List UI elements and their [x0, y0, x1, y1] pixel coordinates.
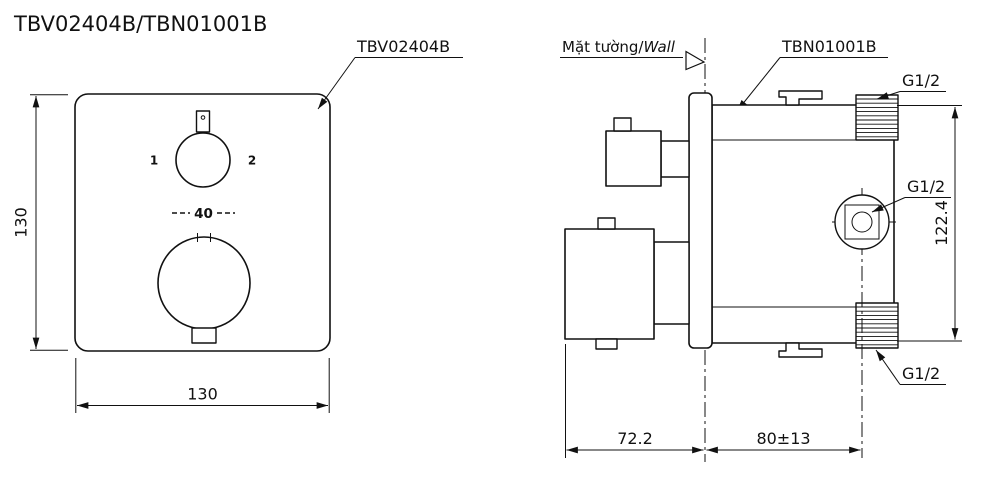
side-height-value: 122.4	[932, 200, 951, 246]
selector-knob	[175, 110, 231, 188]
front-part-label: TBV02404B	[356, 37, 450, 56]
mounting-bracket-top	[778, 90, 823, 106]
port-callout-bottom: G1/2	[875, 349, 946, 385]
port-circle	[834, 194, 890, 250]
threaded-port-top	[855, 94, 899, 141]
port-callout-middle: G1/2	[871, 177, 951, 213]
callout-leader-arrow	[736, 57, 781, 112]
temperature-handle-side	[564, 217, 690, 350]
port-square	[844, 204, 880, 240]
wall-label-en: Wall	[643, 38, 675, 56]
front-part-callout: TBV02404B	[317, 37, 463, 110]
selector-position-2: 2	[248, 154, 256, 168]
handle-button	[613, 117, 632, 132]
selector-knob-circle	[175, 132, 231, 188]
selector-button	[195, 110, 211, 133]
temp-knob-tab	[191, 327, 217, 344]
front-width-dimension: 130	[75, 358, 330, 413]
front-height-dimension: 130	[12, 94, 68, 351]
embed-depth-value: 80±13	[756, 429, 810, 448]
side-part-callout: TBN01001B	[736, 37, 888, 112]
protrusion-dimension: 72.2	[565, 344, 704, 458]
front-width-value: 130	[187, 385, 218, 404]
wall-label-vi: Mặt tường/	[562, 38, 644, 56]
front-view: 1 2 40 130 130	[12, 37, 463, 413]
selector-position-1: 1	[150, 154, 158, 168]
port-middle-label: G1/2	[907, 177, 945, 196]
escutcheon-plate	[688, 92, 713, 349]
port-callout-top: G1/2	[876, 71, 946, 100]
selector-handle-side	[605, 117, 690, 187]
handle-knob	[564, 228, 655, 340]
thread-ribs	[856, 306, 898, 346]
handle-top-mark	[597, 217, 616, 230]
handle-knob	[605, 130, 662, 187]
protrusion-value: 72.2	[617, 429, 653, 448]
callout-leader-arrow	[317, 57, 356, 110]
valve-body	[564, 90, 899, 458]
callout-leader-arrow	[871, 197, 906, 213]
threaded-port-bottom	[855, 302, 899, 349]
wall-pointer-triangle-icon	[685, 50, 706, 71]
temp-scale-value: 40	[194, 206, 213, 222]
port-top-label: G1/2	[902, 71, 940, 90]
side-view: Mặt tường/Wall TBN01001B	[560, 37, 962, 462]
temperature-knob	[157, 233, 251, 344]
faceplate	[74, 93, 331, 352]
temperature-scale: 40	[172, 206, 235, 222]
wall-callout: Mặt tường/Wall	[560, 38, 706, 71]
side-part-label: TBN01001B	[781, 37, 877, 56]
callout-leader-arrow	[876, 91, 901, 100]
front-height-value: 130	[12, 207, 31, 238]
selector-button-dot	[200, 115, 206, 120]
handle-stem	[653, 241, 690, 325]
handle-bottom-tab	[595, 338, 618, 350]
port-bottom-label: G1/2	[902, 364, 940, 383]
wall-label: Mặt tường/Wall	[562, 38, 676, 56]
port-inner-circle	[851, 211, 873, 233]
port-block	[855, 94, 899, 141]
page-title: TBV02404B/TBN01001B	[13, 12, 267, 36]
side-height-dimension: 122.4	[897, 105, 962, 342]
temperature-knob-circle	[157, 236, 251, 330]
embed-depth-dimension: 80±13	[706, 429, 861, 454]
callout-leader-arrow	[875, 349, 901, 385]
handle-stem	[660, 140, 690, 178]
mounting-bracket-bottom	[778, 342, 823, 358]
